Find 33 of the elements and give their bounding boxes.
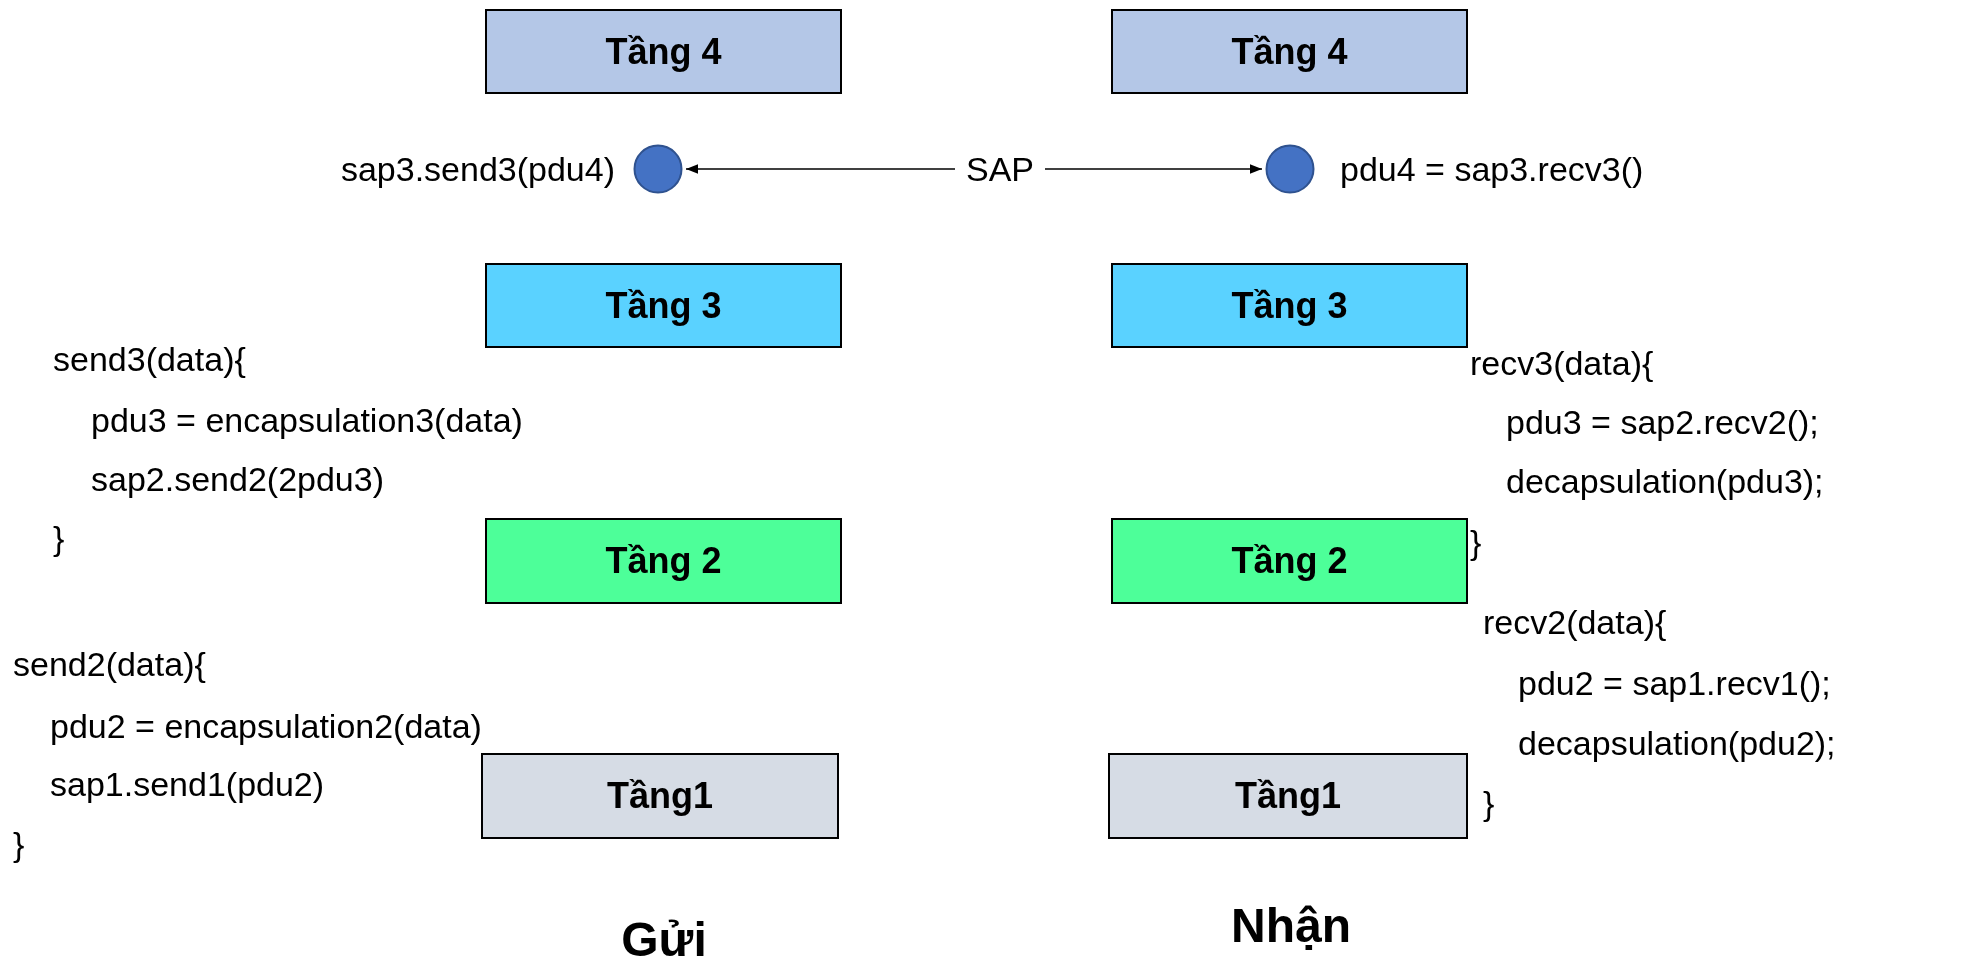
code-line: send3(data){ — [53, 338, 246, 380]
code-line: pdu3 = encapsulation3(data) — [91, 399, 523, 441]
sap-label: SAP — [955, 144, 1045, 194]
code-line: sap1.send1(pdu2) — [50, 763, 325, 805]
layer-box: Tầng1 — [1108, 753, 1468, 839]
layer-box: Tầng 4 — [1111, 9, 1468, 94]
code-line: } — [13, 823, 25, 865]
layer-box: Tầng 2 — [485, 518, 842, 604]
column-heading: Gửi — [621, 912, 707, 968]
code-line: decapsulation(pdu2); — [1518, 722, 1836, 764]
code-line: pdu2 = sap1.recv1(); — [1518, 662, 1831, 704]
code-line: } — [1470, 521, 1482, 563]
layer-box: Tầng1 — [481, 753, 839, 839]
code-line: recv3(data){ — [1470, 342, 1654, 384]
code-line: pdu2 = encapsulation2(data) — [50, 705, 482, 747]
sap-point-circle — [1265, 144, 1315, 194]
layer-box: Tầng 3 — [1111, 263, 1468, 348]
layer-box: Tầng 2 — [1111, 518, 1468, 604]
function-call-text: sap3.send3(pdu4) — [340, 148, 615, 190]
code-line: } — [1483, 782, 1495, 824]
code-line: pdu3 = sap2.recv2(); — [1506, 401, 1819, 443]
column-heading: Nhận — [1231, 898, 1351, 955]
function-call-text: pdu4 = sap3.recv3() — [1340, 148, 1644, 190]
arrow — [1044, 164, 1263, 174]
code-line: decapsulation(pdu3); — [1506, 460, 1824, 502]
layer-box: Tầng 3 — [485, 263, 842, 348]
code-line: recv2(data){ — [1483, 601, 1667, 643]
code-line: send2(data){ — [13, 643, 206, 685]
code-line: } — [53, 517, 65, 559]
code-line: sap2.send2(2pdu3) — [91, 458, 384, 500]
sap-point-circle — [633, 144, 683, 194]
layer-box: Tầng 4 — [485, 9, 842, 94]
arrow — [685, 164, 956, 174]
